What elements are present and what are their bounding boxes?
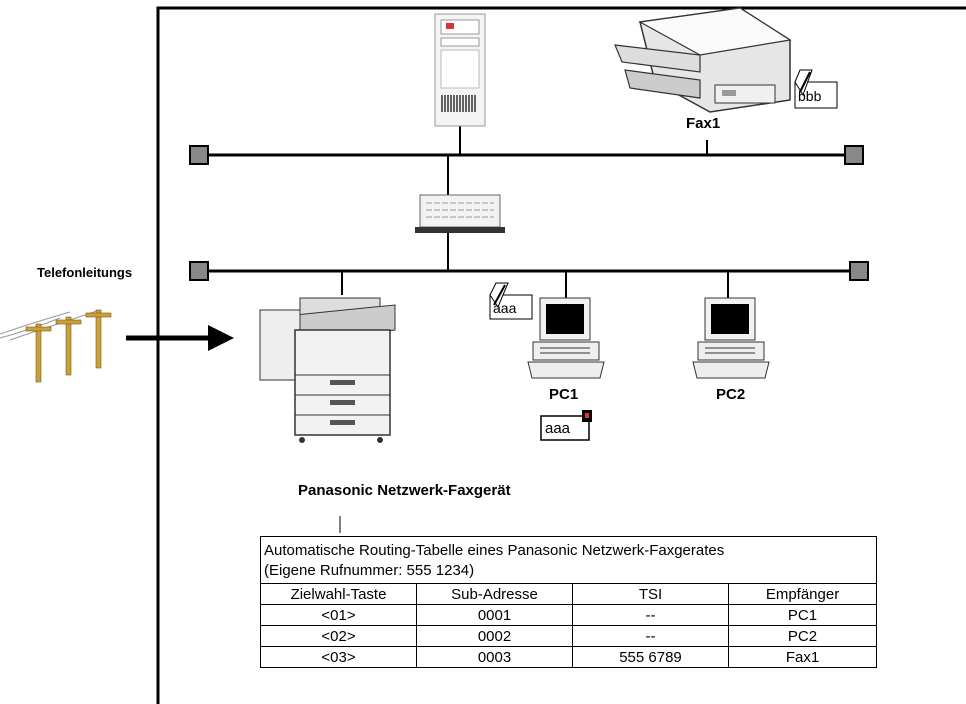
- bus-terminator-icon: [189, 261, 209, 281]
- table-cell: --: [572, 625, 729, 647]
- network-fax-device-icon: [259, 297, 396, 443]
- table-cell: <02>: [260, 625, 417, 647]
- table-cell: <01>: [260, 604, 417, 626]
- table-cell: 0001: [416, 604, 573, 626]
- document-bbb-icon: [794, 69, 838, 109]
- routing-table-caption: Automatische Routing-Tabelle eines Panas…: [260, 536, 877, 584]
- pc2-computer-icon: [692, 297, 770, 379]
- pc1-label: PC1: [549, 386, 579, 403]
- table-header-row: Zielwahl-Taste Sub-Adresse TSI Empfänger: [260, 583, 877, 605]
- column-header: Empfänger: [728, 583, 877, 605]
- server-icon: [434, 13, 486, 127]
- doc-tag-aaa: aaa: [493, 300, 517, 316]
- phone-lines-label: Telefonleitungs: [37, 265, 133, 280]
- telephone-lines-icon: [0, 309, 112, 383]
- fax-machine-icon: [614, 7, 792, 113]
- doc-tag-bbb: bbb: [798, 88, 822, 104]
- table-cell: PC2: [728, 625, 877, 647]
- table-cell: 0002: [416, 625, 573, 647]
- network-hub-icon: [415, 194, 505, 233]
- pc2-label: PC2: [716, 386, 746, 403]
- pc1-computer-icon: [527, 297, 605, 379]
- email-aaa-icon: [540, 410, 592, 441]
- column-header: Sub-Adresse: [416, 583, 573, 605]
- column-header: Zielwahl-Taste: [260, 583, 417, 605]
- network-boundary: [156, 6, 966, 704]
- fax1-label: Fax1: [686, 115, 721, 132]
- table-cell: PC1: [728, 604, 877, 626]
- email-tag-aaa: aaa: [545, 420, 571, 437]
- incoming-arrow-icon: [126, 325, 234, 351]
- table-cell: <03>: [260, 646, 417, 668]
- table-cell: 0003: [416, 646, 573, 668]
- bus-terminator-icon: [189, 145, 209, 165]
- table-row: <01> 0001 -- PC1: [260, 604, 877, 626]
- bus-terminator-icon: [844, 145, 864, 165]
- bus-terminator-icon: [849, 261, 869, 281]
- table-row: <03> 0003 555 6789 Fax1: [260, 646, 877, 668]
- caption-line-2: (Eigene Rufnummer: 555 1234): [264, 562, 475, 579]
- table-row: <02> 0002 -- PC2: [260, 625, 877, 647]
- table-cell: --: [572, 604, 729, 626]
- column-header: TSI: [572, 583, 729, 605]
- routing-table: Automatische Routing-Tabelle eines Panas…: [260, 536, 877, 668]
- document-aaa-icon: [489, 282, 533, 320]
- table-cell: 555 6789: [572, 646, 729, 668]
- table-cell: Fax1: [728, 646, 877, 668]
- device-label: Panasonic Netzwerk-Faxgerät: [298, 482, 511, 499]
- caption-line-1: Automatische Routing-Tabelle eines Panas…: [264, 542, 725, 559]
